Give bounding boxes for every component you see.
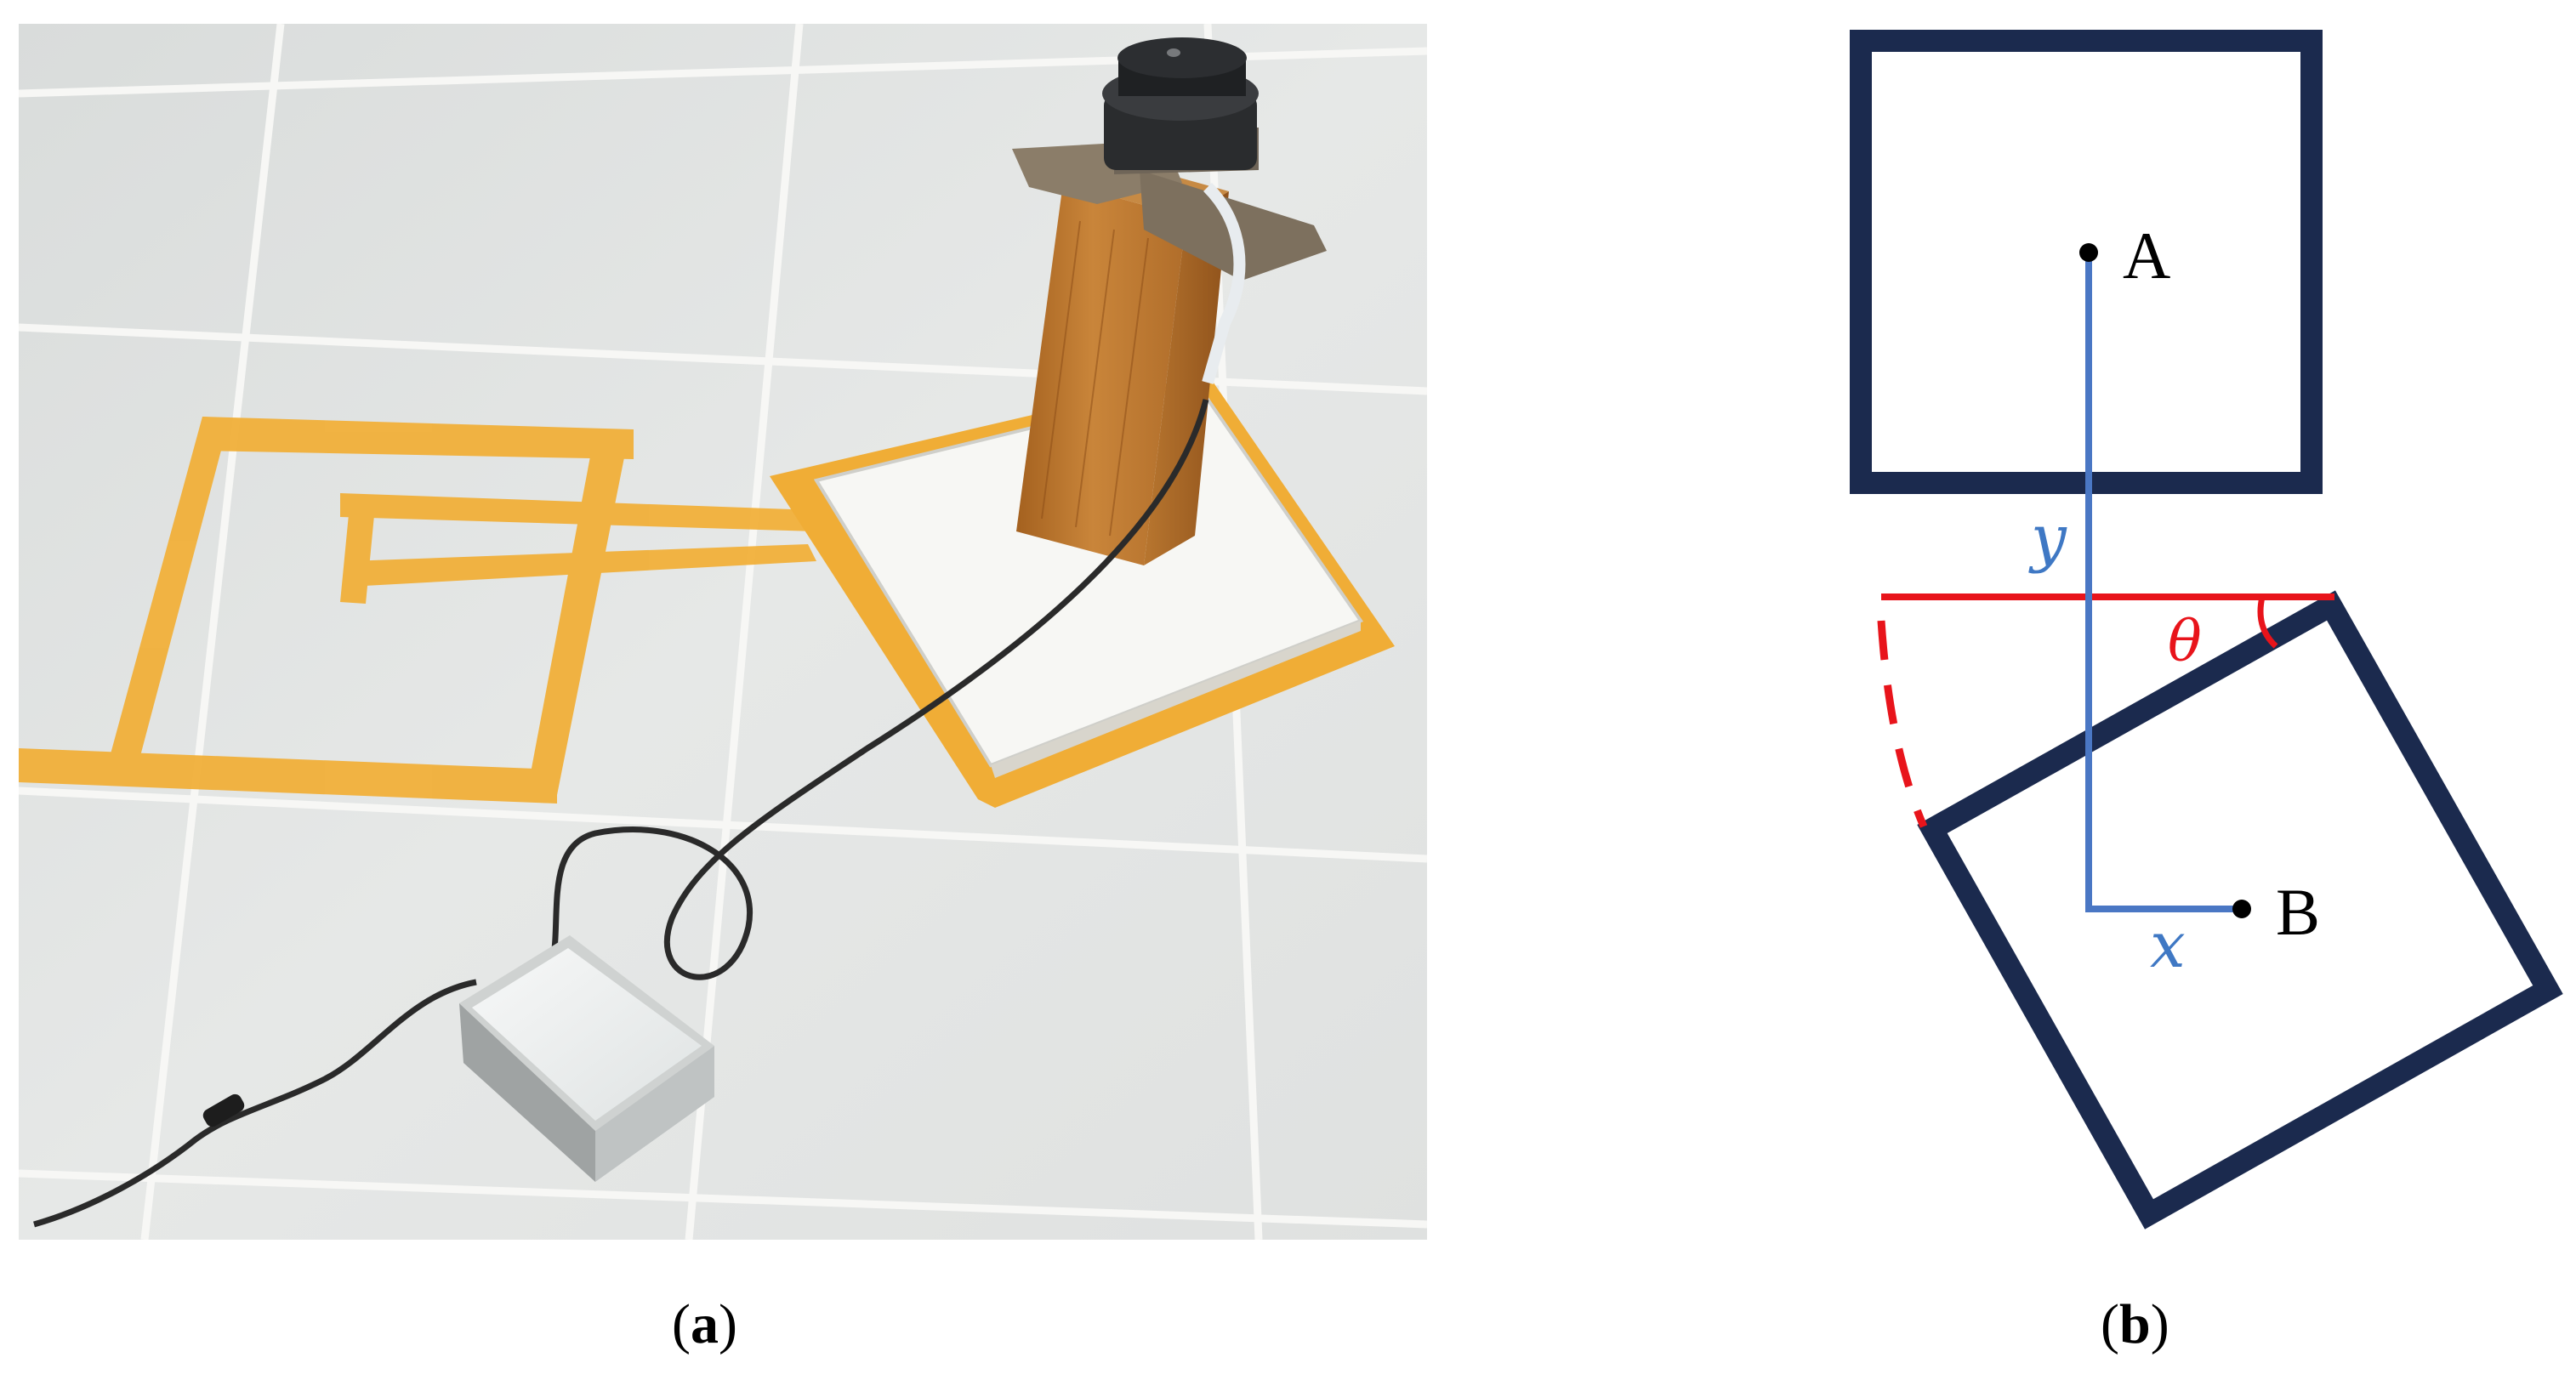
base-plate-edge xyxy=(991,621,1361,778)
usb-cable xyxy=(549,399,1209,980)
theta-label: θ xyxy=(2168,609,2202,674)
cable-ferrite xyxy=(202,1093,245,1127)
panel-a-photo xyxy=(19,24,1427,1240)
point-b-label: B xyxy=(2276,875,2320,949)
ribbon-cable xyxy=(1202,183,1246,384)
rotation-arc-dashed xyxy=(1877,620,1928,828)
x-offset-label: x xyxy=(2150,909,2186,982)
theta-arc xyxy=(2257,596,2278,649)
square-b xyxy=(1917,590,2563,1230)
caption-b: (b) xyxy=(2101,1292,2169,1357)
point-b-dot xyxy=(2232,900,2251,918)
caption-a-open-paren: ( xyxy=(672,1293,691,1355)
point-a-dot xyxy=(2079,243,2098,262)
caption-b-open-paren: ( xyxy=(2101,1293,2119,1355)
mini-pc xyxy=(459,935,714,1182)
caption-b-letter: b xyxy=(2118,1293,2151,1355)
caption-a-letter: a xyxy=(690,1293,719,1355)
caption-a: (a) xyxy=(672,1292,737,1357)
tape-square-left xyxy=(19,417,816,804)
caption-a-close-paren: ) xyxy=(718,1293,737,1355)
power-cable xyxy=(33,979,477,1228)
point-a-label: A xyxy=(2123,219,2170,292)
caption-b-close-paren: ) xyxy=(2150,1293,2169,1355)
panel-b-diagram: A B y x θ xyxy=(1850,30,2563,1230)
lidar-sensor xyxy=(1102,37,1259,170)
offset-path xyxy=(2085,253,2242,912)
y-offset-label: y xyxy=(2028,502,2067,575)
